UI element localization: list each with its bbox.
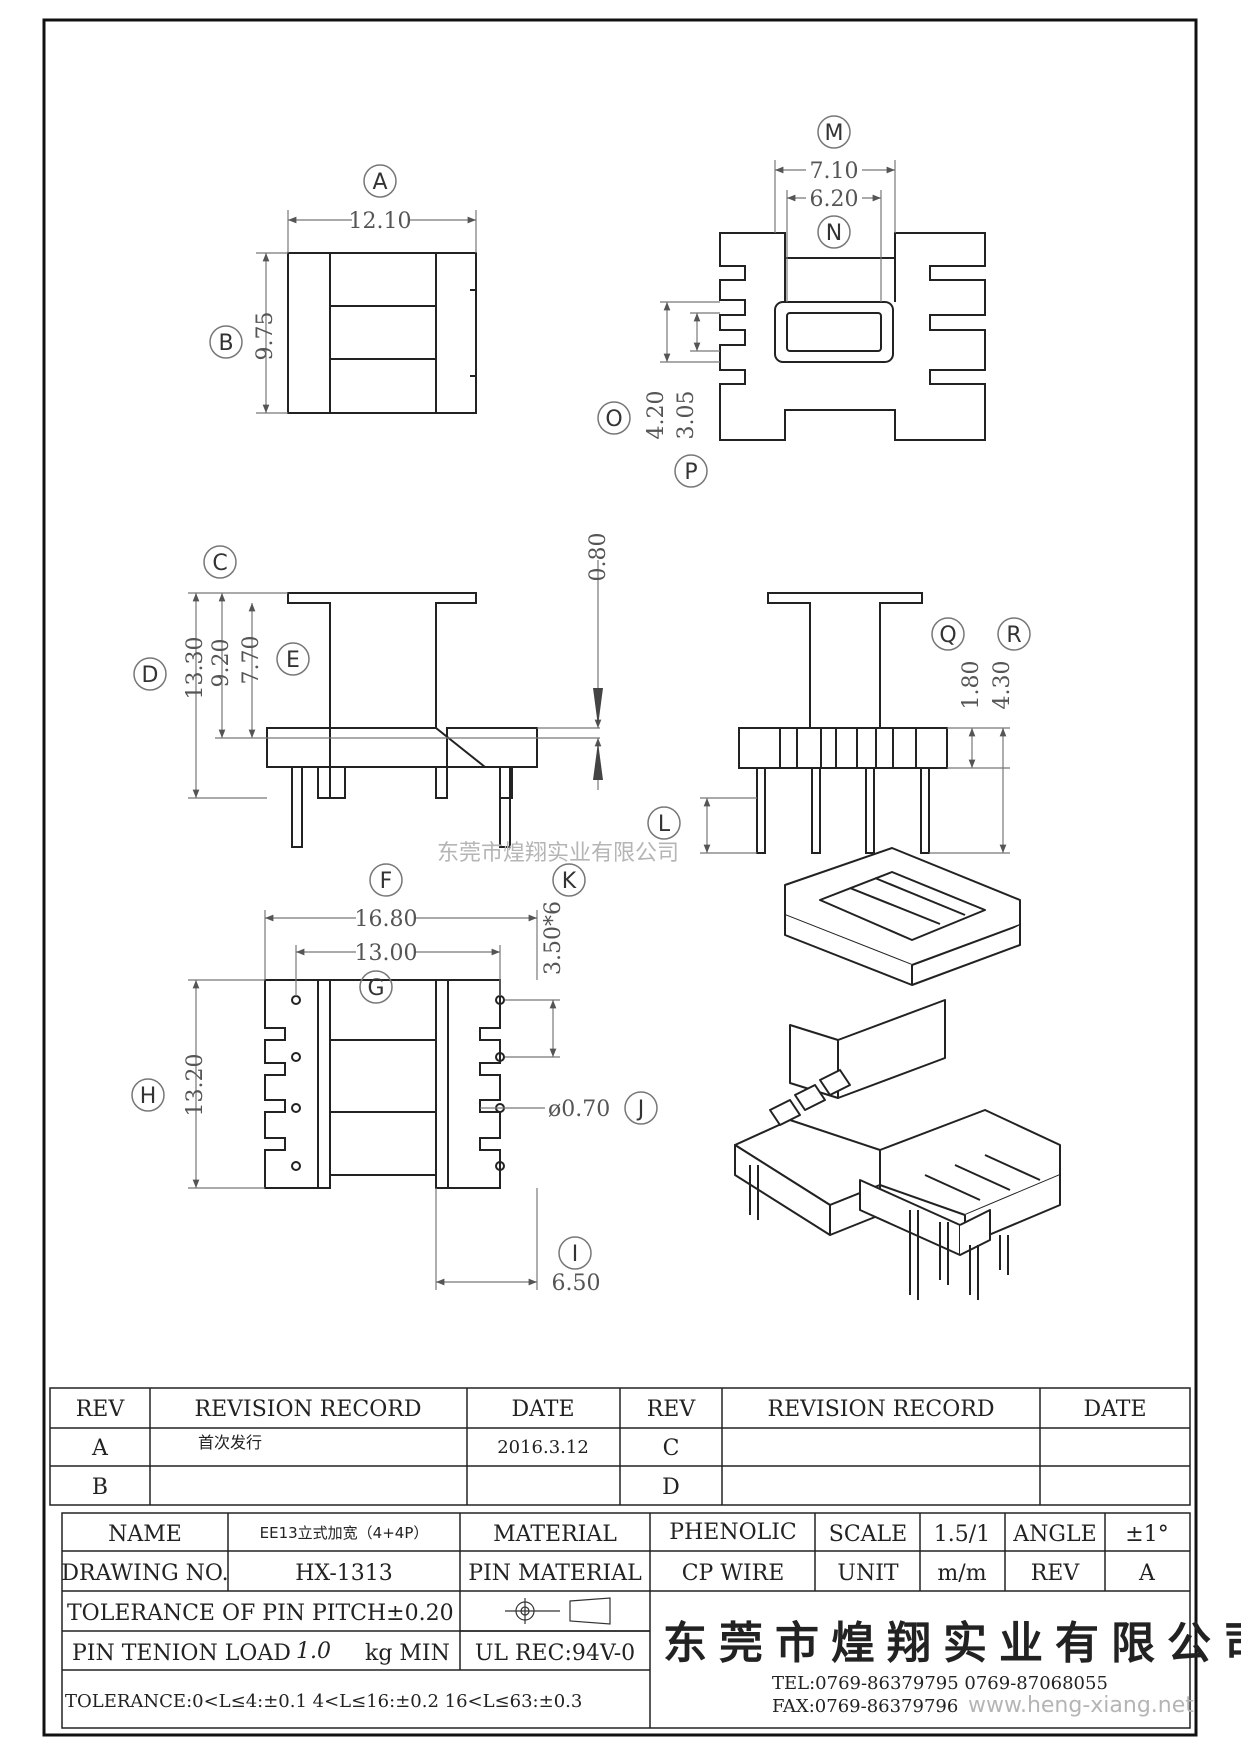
label-q: Q [939, 623, 956, 648]
dim-n: 6.20 [810, 187, 859, 212]
label-i: I [572, 1242, 579, 1267]
label-r: R [1006, 623, 1021, 648]
company-name: 东莞市煌翔实业有限公司 [663, 1618, 1241, 1669]
dim-j: ø0.70 [548, 1097, 610, 1122]
date-header-1: DATE [511, 1397, 574, 1422]
title-block [61, 1512, 1191, 1729]
company-fax: FAX:0769-86379796 [772, 1696, 958, 1717]
dim-top: 0.80 [586, 533, 611, 582]
dim-i: 6.50 [552, 1271, 601, 1296]
angle-value: ±1° [1125, 1522, 1168, 1547]
bottom-view [188, 910, 560, 1290]
label-f: F [380, 869, 393, 894]
rev-header-2: REV [647, 1397, 697, 1422]
sheet-border [42, 18, 1198, 1737]
ul-rating: UL REC:94V-0 [475, 1641, 635, 1666]
label-b: B [218, 331, 233, 356]
pin-load-value: 1.0 [296, 1639, 331, 1664]
plan-view [660, 160, 986, 441]
date-header-2: DATE [1083, 1397, 1146, 1422]
name-value: EE13立式加宽（4+4P） [260, 1524, 429, 1542]
company-tel: TEL:0769-86379795 0769-87068055 [772, 1673, 1108, 1694]
label-n: N [826, 221, 842, 246]
side-view [700, 592, 1010, 854]
pin-load-unit: kg MIN [365, 1641, 450, 1666]
dim-f: 16.80 [355, 907, 418, 932]
dim-g: 13.00 [355, 941, 418, 966]
record-row-a: 首次发行 [198, 1433, 262, 1452]
dim-c: 9.20 [209, 639, 234, 688]
rev-row-d: D [662, 1475, 680, 1500]
dim-p: 3.05 [674, 391, 699, 440]
record-header-1: REVISION RECORD [195, 1397, 422, 1422]
unit-label: UNIT [837, 1561, 898, 1586]
dim-o: 4.20 [644, 391, 669, 440]
label-h: H [140, 1084, 157, 1109]
label-j: J [636, 1097, 645, 1122]
general-tolerance: TOLERANCE:0<L≤4:±0.1 4<L≤16:±0.2 16<L≤63… [65, 1691, 582, 1712]
pin-load-label: PIN TENION LOAD [72, 1641, 291, 1666]
drawing-no-label: DRAWING NO. [61, 1561, 228, 1586]
name-label: NAME [108, 1522, 182, 1547]
scale-label: SCALE [829, 1522, 907, 1547]
company-website: www.heng-xiang.net [968, 1693, 1194, 1718]
watermark-center: 东莞市煌翔实业有限公司 [437, 841, 679, 866]
label-k: K [562, 869, 577, 894]
rev-value: A [1138, 1561, 1156, 1586]
rev-row-b: B [92, 1475, 108, 1500]
rev-header-1: REV [76, 1397, 126, 1422]
label-g: G [367, 976, 384, 1001]
label-l: L [658, 812, 671, 837]
revision-table [49, 1387, 1191, 1506]
top-view [256, 210, 477, 414]
scale-value: 1.5/1 [934, 1522, 990, 1547]
projection-symbol-icon [505, 1597, 611, 1625]
front-view [188, 560, 603, 848]
pitch-tolerance: TOLERANCE OF PIN PITCH±0.20 [67, 1601, 454, 1626]
rev-row-c: C [663, 1436, 680, 1461]
dim-e: 7.70 [239, 636, 264, 685]
dim-r: 4.30 [990, 661, 1015, 710]
label-a: A [372, 170, 387, 195]
date-row-a: 2016.3.12 [497, 1437, 589, 1458]
rev-label: REV [1031, 1561, 1081, 1586]
dim-q: 1.80 [959, 661, 984, 710]
rev-row-a: A [91, 1436, 109, 1461]
drawing-no-value: HX-1313 [295, 1561, 393, 1586]
label-p: P [684, 460, 697, 485]
label-d: D [142, 663, 159, 688]
label-e: E [286, 648, 300, 673]
label-m: M [825, 121, 844, 146]
angle-label: ANGLE [1012, 1522, 1096, 1547]
isometric-view [734, 847, 1061, 1300]
material-label: MATERIAL [493, 1522, 617, 1547]
dim-a: 12.10 [349, 209, 412, 234]
unit-value: m/m [937, 1561, 986, 1586]
dim-d: 13.30 [183, 637, 208, 700]
pin-material-label: PIN MATERIAL [468, 1561, 642, 1586]
label-o: O [605, 407, 622, 432]
dim-h: 13.20 [183, 1054, 208, 1117]
label-c: C [212, 551, 227, 576]
pin-material-value: CP WIRE [682, 1561, 785, 1586]
dim-m: 7.10 [810, 159, 859, 184]
dim-k: 3.50*6 [541, 901, 566, 975]
material-value: PHENOLIC [669, 1520, 796, 1545]
record-header-2: REVISION RECORD [768, 1397, 995, 1422]
dim-b: 9.75 [253, 312, 278, 361]
